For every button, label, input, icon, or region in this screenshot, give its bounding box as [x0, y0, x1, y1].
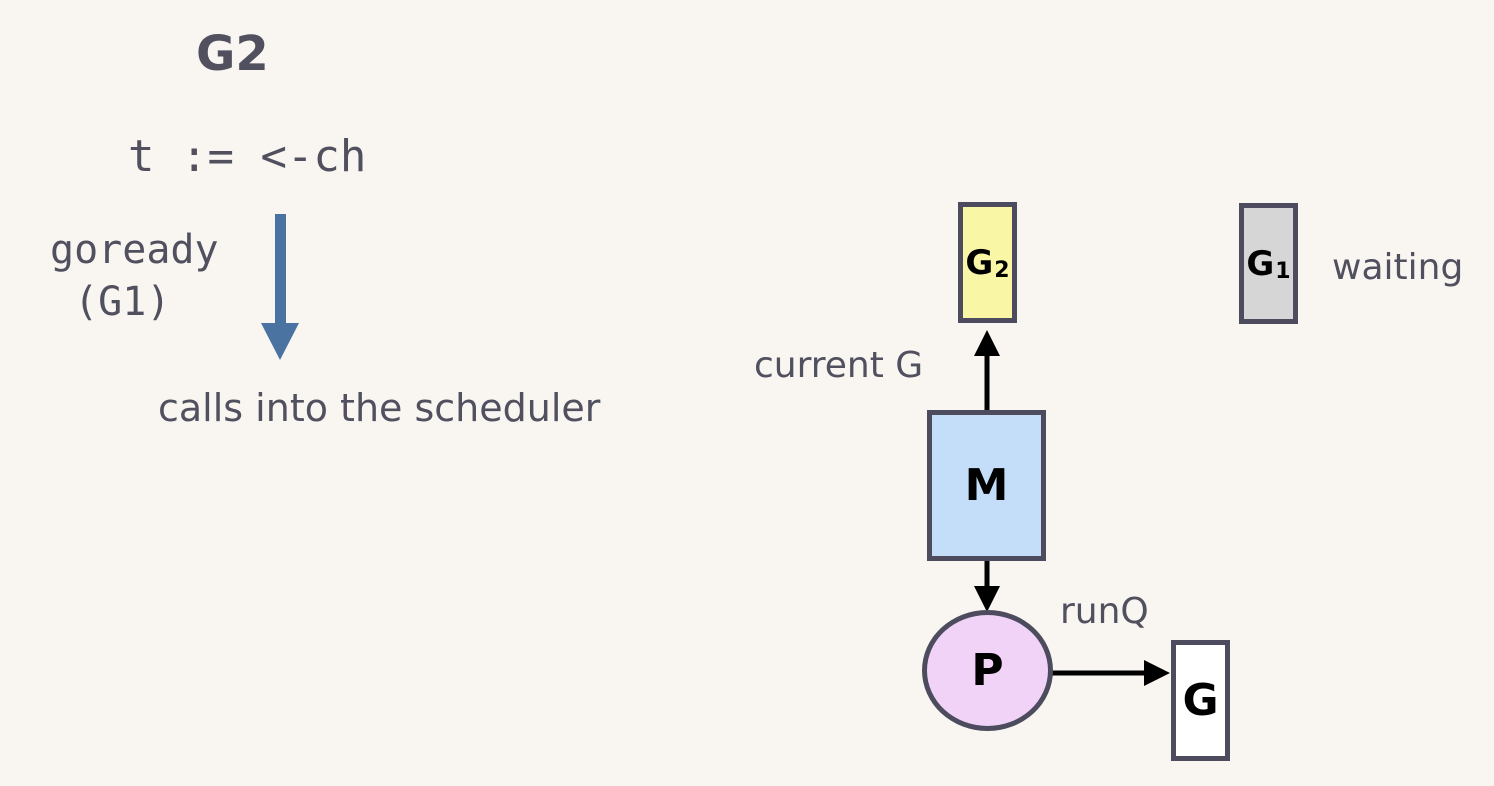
- m-label: M: [964, 460, 1009, 511]
- scheduler-caption: calls into the scheduler: [158, 386, 601, 430]
- g1-subscript: 1: [1275, 259, 1291, 284]
- g1-letter: G: [1246, 243, 1275, 284]
- p-processor-circle: P: [922, 610, 1053, 731]
- blue-arrow-head: [261, 323, 299, 360]
- g2-subscript: 2: [994, 258, 1010, 283]
- goready-line1: goready: [50, 227, 219, 273]
- m-to-p-head: [974, 586, 1000, 612]
- waiting-label: waiting: [1332, 247, 1464, 288]
- runq-label: runQ: [1060, 591, 1149, 632]
- p-to-g-head: [1144, 660, 1170, 686]
- blue-arrow-shaft: [275, 214, 286, 326]
- goready-call: goready (G1): [50, 224, 219, 328]
- heading-g2: G2: [196, 26, 269, 82]
- g2-letter: G: [965, 242, 994, 283]
- m-thread-box: M: [927, 410, 1046, 561]
- g-label: G: [1182, 675, 1219, 726]
- p-label: P: [971, 645, 1004, 696]
- m-to-g2-head: [974, 330, 1000, 356]
- goready-line2: (G1): [50, 279, 171, 325]
- current-g-label: current G: [754, 345, 924, 386]
- code-statement: t := <-ch: [128, 131, 367, 182]
- runq-goroutine-box: G: [1171, 640, 1230, 761]
